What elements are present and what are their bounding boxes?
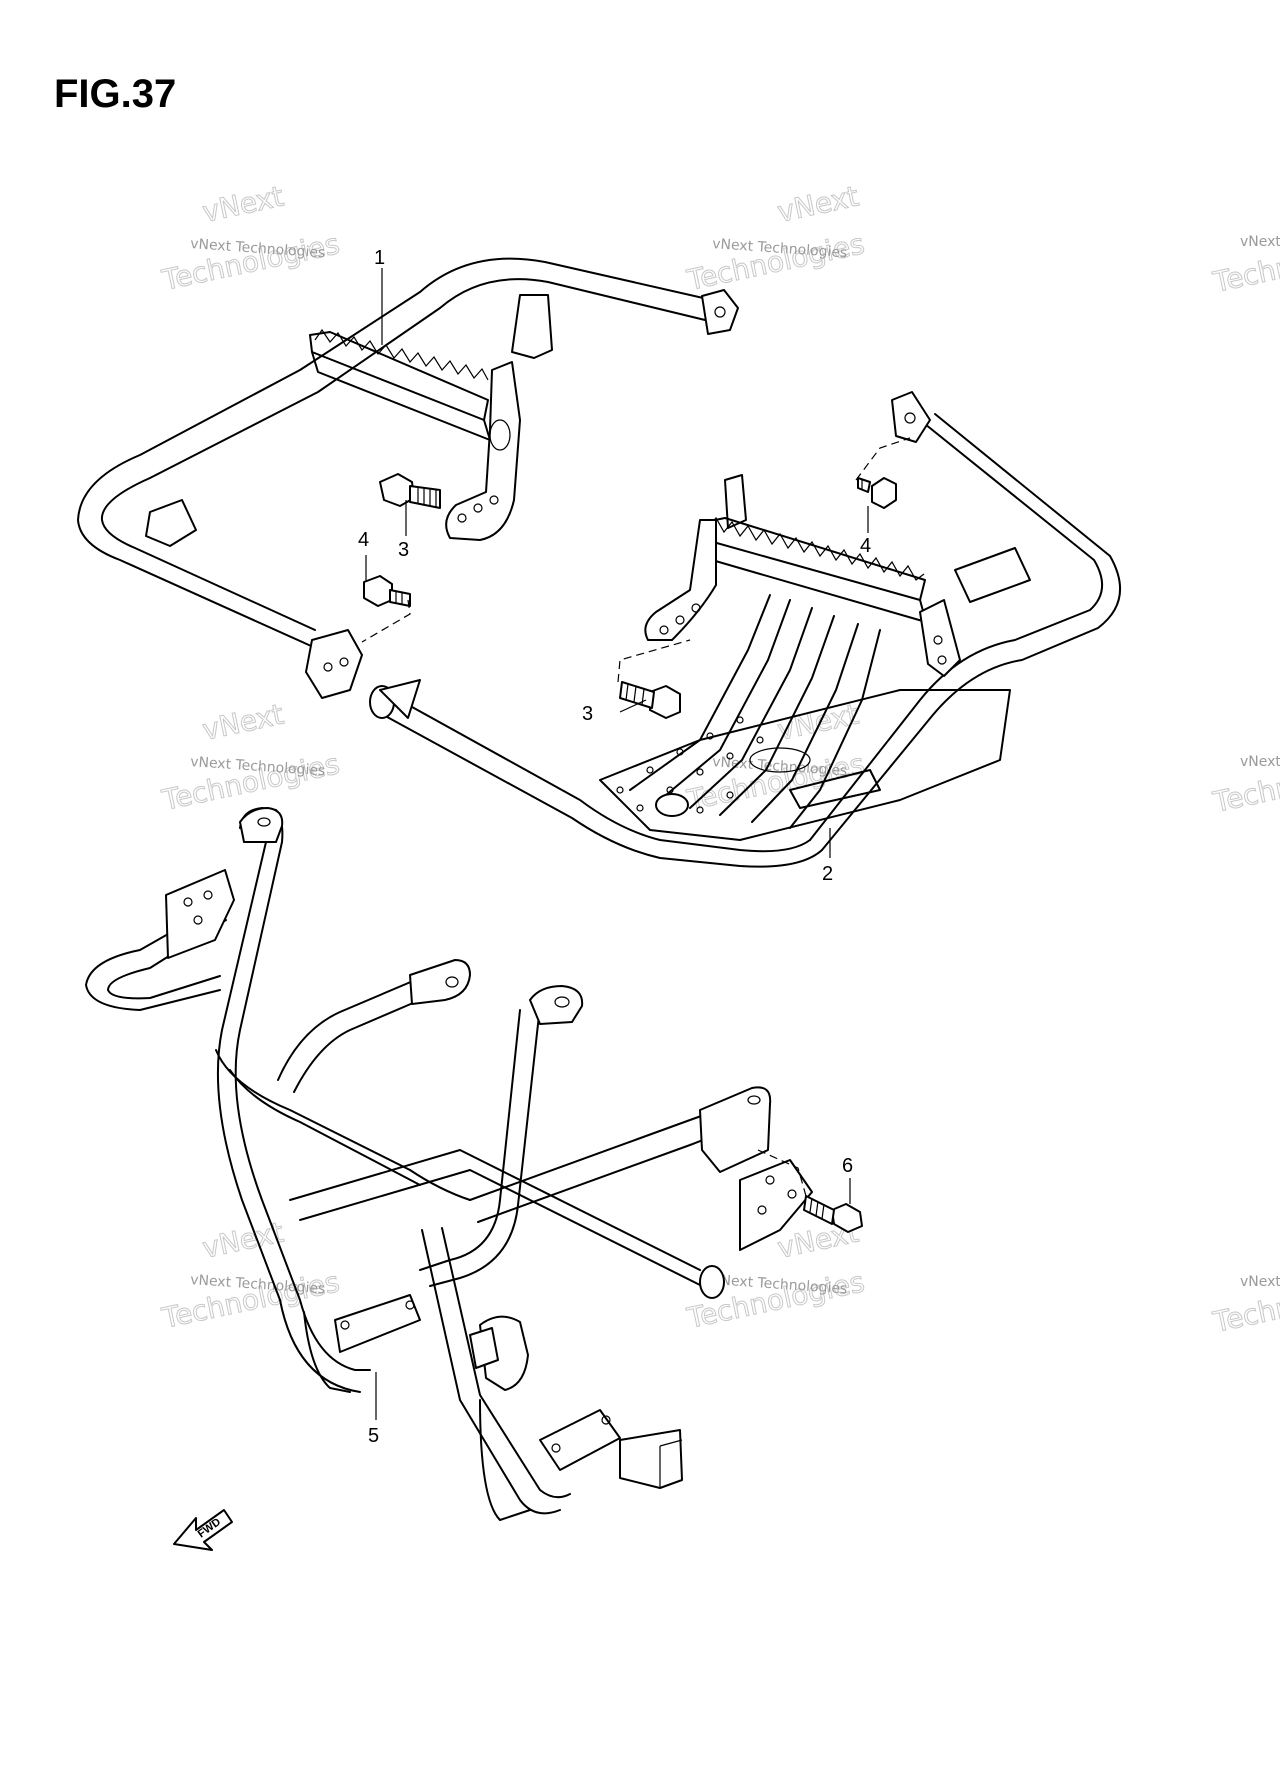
dashline-bolt-3-lower	[617, 639, 691, 683]
svg-text:vNext: vNext	[775, 698, 862, 747]
dashline-bolt-4-left	[361, 599, 411, 643]
part-5-front-guard	[85, 807, 813, 1521]
bolt-3-lower	[619, 681, 681, 719]
svg-text:vNext Technologies: vNext Technologies	[1240, 754, 1280, 770]
svg-text:vNext Technologies: vNext Technologies	[1240, 1274, 1280, 1290]
callout-3-lower: 3	[582, 703, 593, 725]
svg-text:vNext: vNext	[775, 180, 862, 229]
bolt-4-right	[857, 477, 897, 509]
svg-text:vNext: vNext	[200, 180, 287, 229]
callout-6: 6	[842, 1155, 853, 1177]
bolt-3-upper	[379, 473, 441, 509]
svg-text:Technologies: Technologies	[159, 227, 343, 297]
bolt-4-left	[363, 575, 411, 607]
bolt-6	[803, 1195, 863, 1233]
svg-text:vNext: vNext	[200, 1216, 287, 1265]
callout-1: 1	[374, 247, 385, 269]
svg-text:vNext: vNext	[200, 698, 287, 747]
fwd-arrow: FWD	[173, 1509, 233, 1551]
figure-title: FIG.37	[54, 72, 177, 116]
svg-text:vNext Technologies: vNext Technologies	[1240, 234, 1280, 250]
plate-holes	[616, 716, 764, 814]
watermark-right-edge: vNext Technologies Technologies vNext Te…	[1209, 229, 1280, 1340]
part-2-right-footrest-plate	[369, 391, 1122, 868]
dashline-bolt-6	[757, 1149, 807, 1197]
watermark-mid-left: vNext Technologies vNext Technologies	[158, 697, 343, 817]
callout-3-upper: 3	[398, 539, 409, 561]
watermark-top-center: vNext Technologies vNext Technologies	[683, 179, 868, 297]
callout-2: 2	[822, 863, 833, 885]
part-1-left-footrest-bar	[77, 257, 739, 699]
dashline-bolt-4-right	[855, 437, 911, 481]
callout-5: 5	[368, 1425, 379, 1447]
callout-4-right: 4	[860, 535, 871, 557]
svg-text:Technologies: Technologies	[684, 227, 868, 297]
callout-4-left: 4	[358, 529, 369, 551]
watermark-top-left: vNext Technologies vNext Technologies	[158, 179, 343, 297]
watermark-bottom-left: vNext Technologies vNext Technologies	[158, 1215, 343, 1335]
leader-lines	[365, 268, 869, 1420]
